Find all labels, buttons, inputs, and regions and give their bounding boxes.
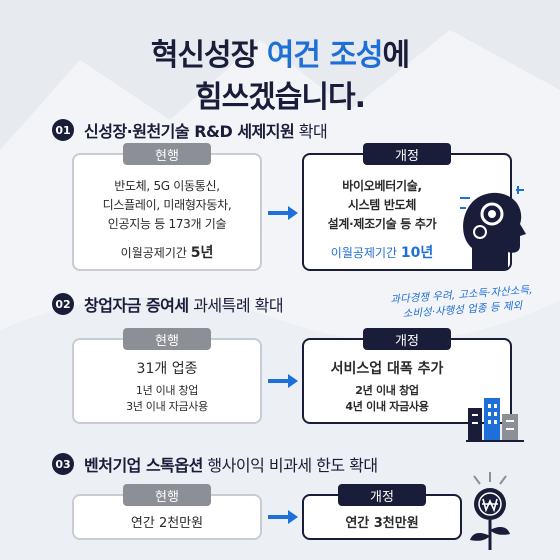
- section-title: 벤처기업 스톡옵션 행사이익 비과세 한도 확대: [84, 456, 378, 475]
- section-2-header: 02 창업자금 증여세 과세특례 확대: [52, 292, 284, 316]
- section-title: 창업자금 증여세 과세특례 확대: [84, 296, 284, 315]
- section-3-current-box: 현행 연간 2천만원: [72, 484, 262, 540]
- revised-tag: 개정: [363, 328, 451, 350]
- section-3-revised-box: 개정 연간 3천만원: [302, 484, 462, 540]
- section-number: 03: [52, 453, 74, 475]
- current-line: 반도체, 5G 이동통신,: [114, 179, 220, 193]
- revised-line: 설계·제조기술 등 추가: [327, 217, 437, 231]
- revised-period: 이월공제기간 10년: [330, 245, 434, 261]
- section-title: 신성장·원천기술 R&D 세제지원 확대: [84, 122, 328, 141]
- won-coin-plant-icon: [470, 472, 510, 550]
- revised-line: 바이오베터기술,: [342, 179, 422, 193]
- revised-line: 시스템 반도체: [347, 198, 417, 212]
- current-line: 3년 이내 자금사용: [126, 400, 208, 413]
- arrow-right-icon: [268, 510, 298, 524]
- current-period: 이월공제기간 5년: [120, 245, 214, 261]
- title-part-c: 에: [382, 38, 411, 73]
- section-number: 01: [52, 119, 74, 141]
- revised-main: 서비스업 대폭 추가: [330, 361, 444, 377]
- section-number: 02: [52, 293, 74, 315]
- current-line: 인공지능 등 173개 기술: [107, 217, 227, 231]
- section-3-header: 03 벤처기업 스톡옵션 행사이익 비과세 한도 확대: [52, 452, 378, 476]
- revised-line: 4년 이내 자금사용: [345, 400, 429, 413]
- main-title-line1: 혁신성장 여건 조성에: [0, 30, 560, 74]
- section-1-header: 01 신성장·원천기술 R&D 세제지원 확대: [52, 118, 328, 142]
- buildings-icon: [466, 398, 524, 442]
- revised-tag: 개정: [363, 143, 451, 165]
- current-tag: 현행: [123, 143, 211, 165]
- head-gear-icon: [460, 186, 526, 270]
- current-tag: 현행: [123, 328, 211, 350]
- title-highlight: 여건 조성: [266, 38, 384, 73]
- title-part-a: 혁신성장: [150, 38, 267, 73]
- section-2-revised-box: 개정 서비스업 대폭 추가 2년 이내 창업 4년 이내 자금사용: [302, 328, 512, 424]
- current-line: 1년 이내 창업: [135, 384, 199, 397]
- current-line: 디스플레이, 미래형자동차,: [102, 198, 232, 212]
- revised-tag: 개정: [338, 484, 426, 506]
- revised-line: 2년 이내 창업: [355, 384, 419, 397]
- current-main: 31개 업종: [136, 361, 198, 377]
- section-2-current-box: 현행 31개 업종 1년 이내 창업 3년 이내 자금사용: [72, 328, 262, 424]
- arrow-right-icon: [268, 374, 298, 388]
- revised-main: 연간 3천만원: [345, 516, 419, 531]
- arrow-right-icon: [268, 206, 298, 220]
- main-title-line2: 힘쓰겠습니다.: [195, 80, 366, 115]
- section-1-current-box: 현행 반도체, 5G 이동통신, 디스플레이, 미래형자동차, 인공지능 등 1…: [72, 143, 262, 271]
- current-tag: 현행: [123, 484, 211, 506]
- current-main: 연간 2천만원: [130, 516, 204, 531]
